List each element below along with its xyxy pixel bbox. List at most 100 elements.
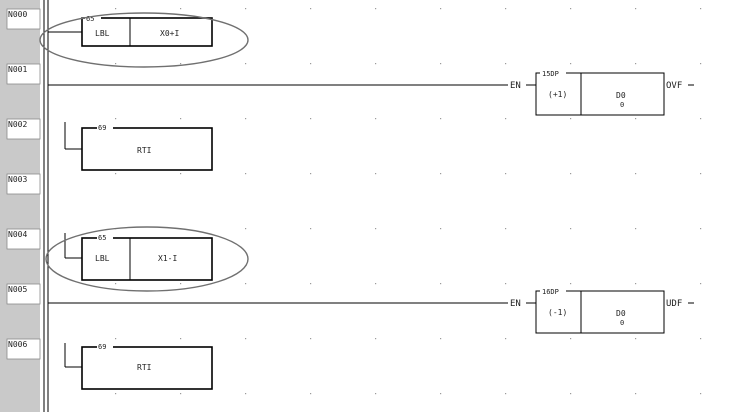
annotation-ellipse: [45, 226, 249, 292]
rung-n005: EN 16DP (-1) D0 0 UDF: [48, 287, 694, 334]
grid-dot: [570, 118, 572, 120]
grid-dot: [700, 8, 702, 10]
rung-label-text: N003: [8, 175, 27, 184]
grid-dot: [115, 63, 117, 65]
grid-dot: [310, 173, 312, 175]
input-pin-label: EN: [510, 81, 521, 91]
grid-dot: [180, 63, 182, 65]
rung-label-n000[interactable]: N000: [6, 8, 41, 30]
rti-block[interactable]: 69 RTI: [81, 123, 213, 171]
rung-label-n006[interactable]: N006: [6, 338, 41, 360]
lbl-block[interactable]: 65 LBL X1-I: [81, 233, 213, 281]
grid-dot: [115, 118, 117, 120]
grid-dot: [375, 283, 377, 285]
operand-label: D0: [616, 309, 626, 318]
rung-n004: 65 LBL X1-I: [45, 226, 249, 292]
grid-dot: [700, 283, 702, 285]
grid-dot: [310, 338, 312, 340]
grid-dot: [635, 228, 637, 230]
grid-dot: [700, 338, 702, 340]
grid-dot: [505, 173, 507, 175]
operand-label: D0: [616, 91, 626, 100]
grid-dot: [570, 338, 572, 340]
grid-dot: [245, 118, 247, 120]
lbl-block[interactable]: 65 LBL X0+I: [81, 14, 213, 47]
grid-dot: [180, 8, 182, 10]
grid-dot: [180, 118, 182, 120]
rung-label-n004[interactable]: N004: [6, 228, 41, 250]
operand-value: 0: [620, 101, 624, 109]
rung-n000: 65 LBL X0+I: [39, 12, 249, 68]
grid-dot: [375, 118, 377, 120]
rti-block[interactable]: 69 RTI: [81, 342, 213, 390]
grid-dot: [635, 118, 637, 120]
grid-dot: [375, 173, 377, 175]
grid-dot: [440, 393, 442, 395]
grid-dot: [245, 283, 247, 285]
rung-label-n005[interactable]: N005: [6, 283, 41, 305]
rung-n001: EN 15DP (+1) D0 0 OVF: [48, 69, 694, 116]
grid-dot: [570, 283, 572, 285]
grid-dot: [245, 228, 247, 230]
rung-label-text: N006: [8, 340, 27, 349]
grid-dot: [700, 393, 702, 395]
grid-dot: [245, 393, 247, 395]
grid-dot: [700, 63, 702, 65]
block-number: 15DP: [542, 70, 559, 78]
rung-label-n003[interactable]: N003: [6, 173, 41, 195]
grid-dot: [180, 393, 182, 395]
grid-dots: [115, 8, 702, 395]
block-number: 65: [98, 234, 106, 242]
operand-label: X1-I: [158, 254, 177, 263]
grid-dot: [635, 173, 637, 175]
decrement-block[interactable]: 16DP (-1) D0 0: [535, 287, 665, 334]
grid-dot: [245, 63, 247, 65]
instruction-label: (-1): [548, 308, 567, 317]
grid-dot: [505, 283, 507, 285]
grid-dot: [635, 283, 637, 285]
output-pin-label: UDF: [666, 299, 682, 309]
rung-label-n001[interactable]: N001: [6, 63, 41, 85]
grid-dot: [570, 63, 572, 65]
grid-dot: [440, 338, 442, 340]
block-number: 69: [98, 343, 106, 351]
grid-dot: [245, 173, 247, 175]
operand-label: X0+I: [160, 29, 179, 38]
grid-dot: [310, 118, 312, 120]
rung-n006: 69 RTI: [64, 342, 213, 390]
input-pin-label: EN: [510, 299, 521, 309]
rung-label-text: N002: [8, 120, 27, 129]
grid-dot: [440, 283, 442, 285]
grid-dot: [635, 63, 637, 65]
grid-dot: [440, 228, 442, 230]
grid-dot: [635, 8, 637, 10]
grid-dot: [375, 338, 377, 340]
instruction-label: LBL: [95, 254, 110, 263]
rung-label-text: N000: [8, 10, 27, 19]
instruction-label: RTI: [137, 146, 152, 155]
instruction-label: (+1): [548, 90, 567, 99]
block-number: 69: [98, 124, 106, 132]
grid-dot: [440, 63, 442, 65]
grid-dot: [505, 63, 507, 65]
grid-dot: [570, 228, 572, 230]
grid-dot: [180, 338, 182, 340]
grid-dot: [570, 393, 572, 395]
rung-n002: 69 RTI: [64, 122, 213, 171]
rung-label-n002[interactable]: N002: [6, 118, 41, 140]
operand-value: 0: [620, 319, 624, 327]
grid-dot: [310, 63, 312, 65]
grid-dot: [700, 118, 702, 120]
grid-dot: [700, 173, 702, 175]
rung-label-text: N005: [8, 285, 27, 294]
grid-dot: [440, 8, 442, 10]
grid-dot: [375, 8, 377, 10]
rung-label-text: N004: [8, 230, 27, 239]
grid-dot: [375, 393, 377, 395]
increment-block[interactable]: 15DP (+1) D0 0: [535, 69, 665, 116]
grid-dot: [310, 283, 312, 285]
grid-dot: [570, 8, 572, 10]
grid-dot: [505, 8, 507, 10]
